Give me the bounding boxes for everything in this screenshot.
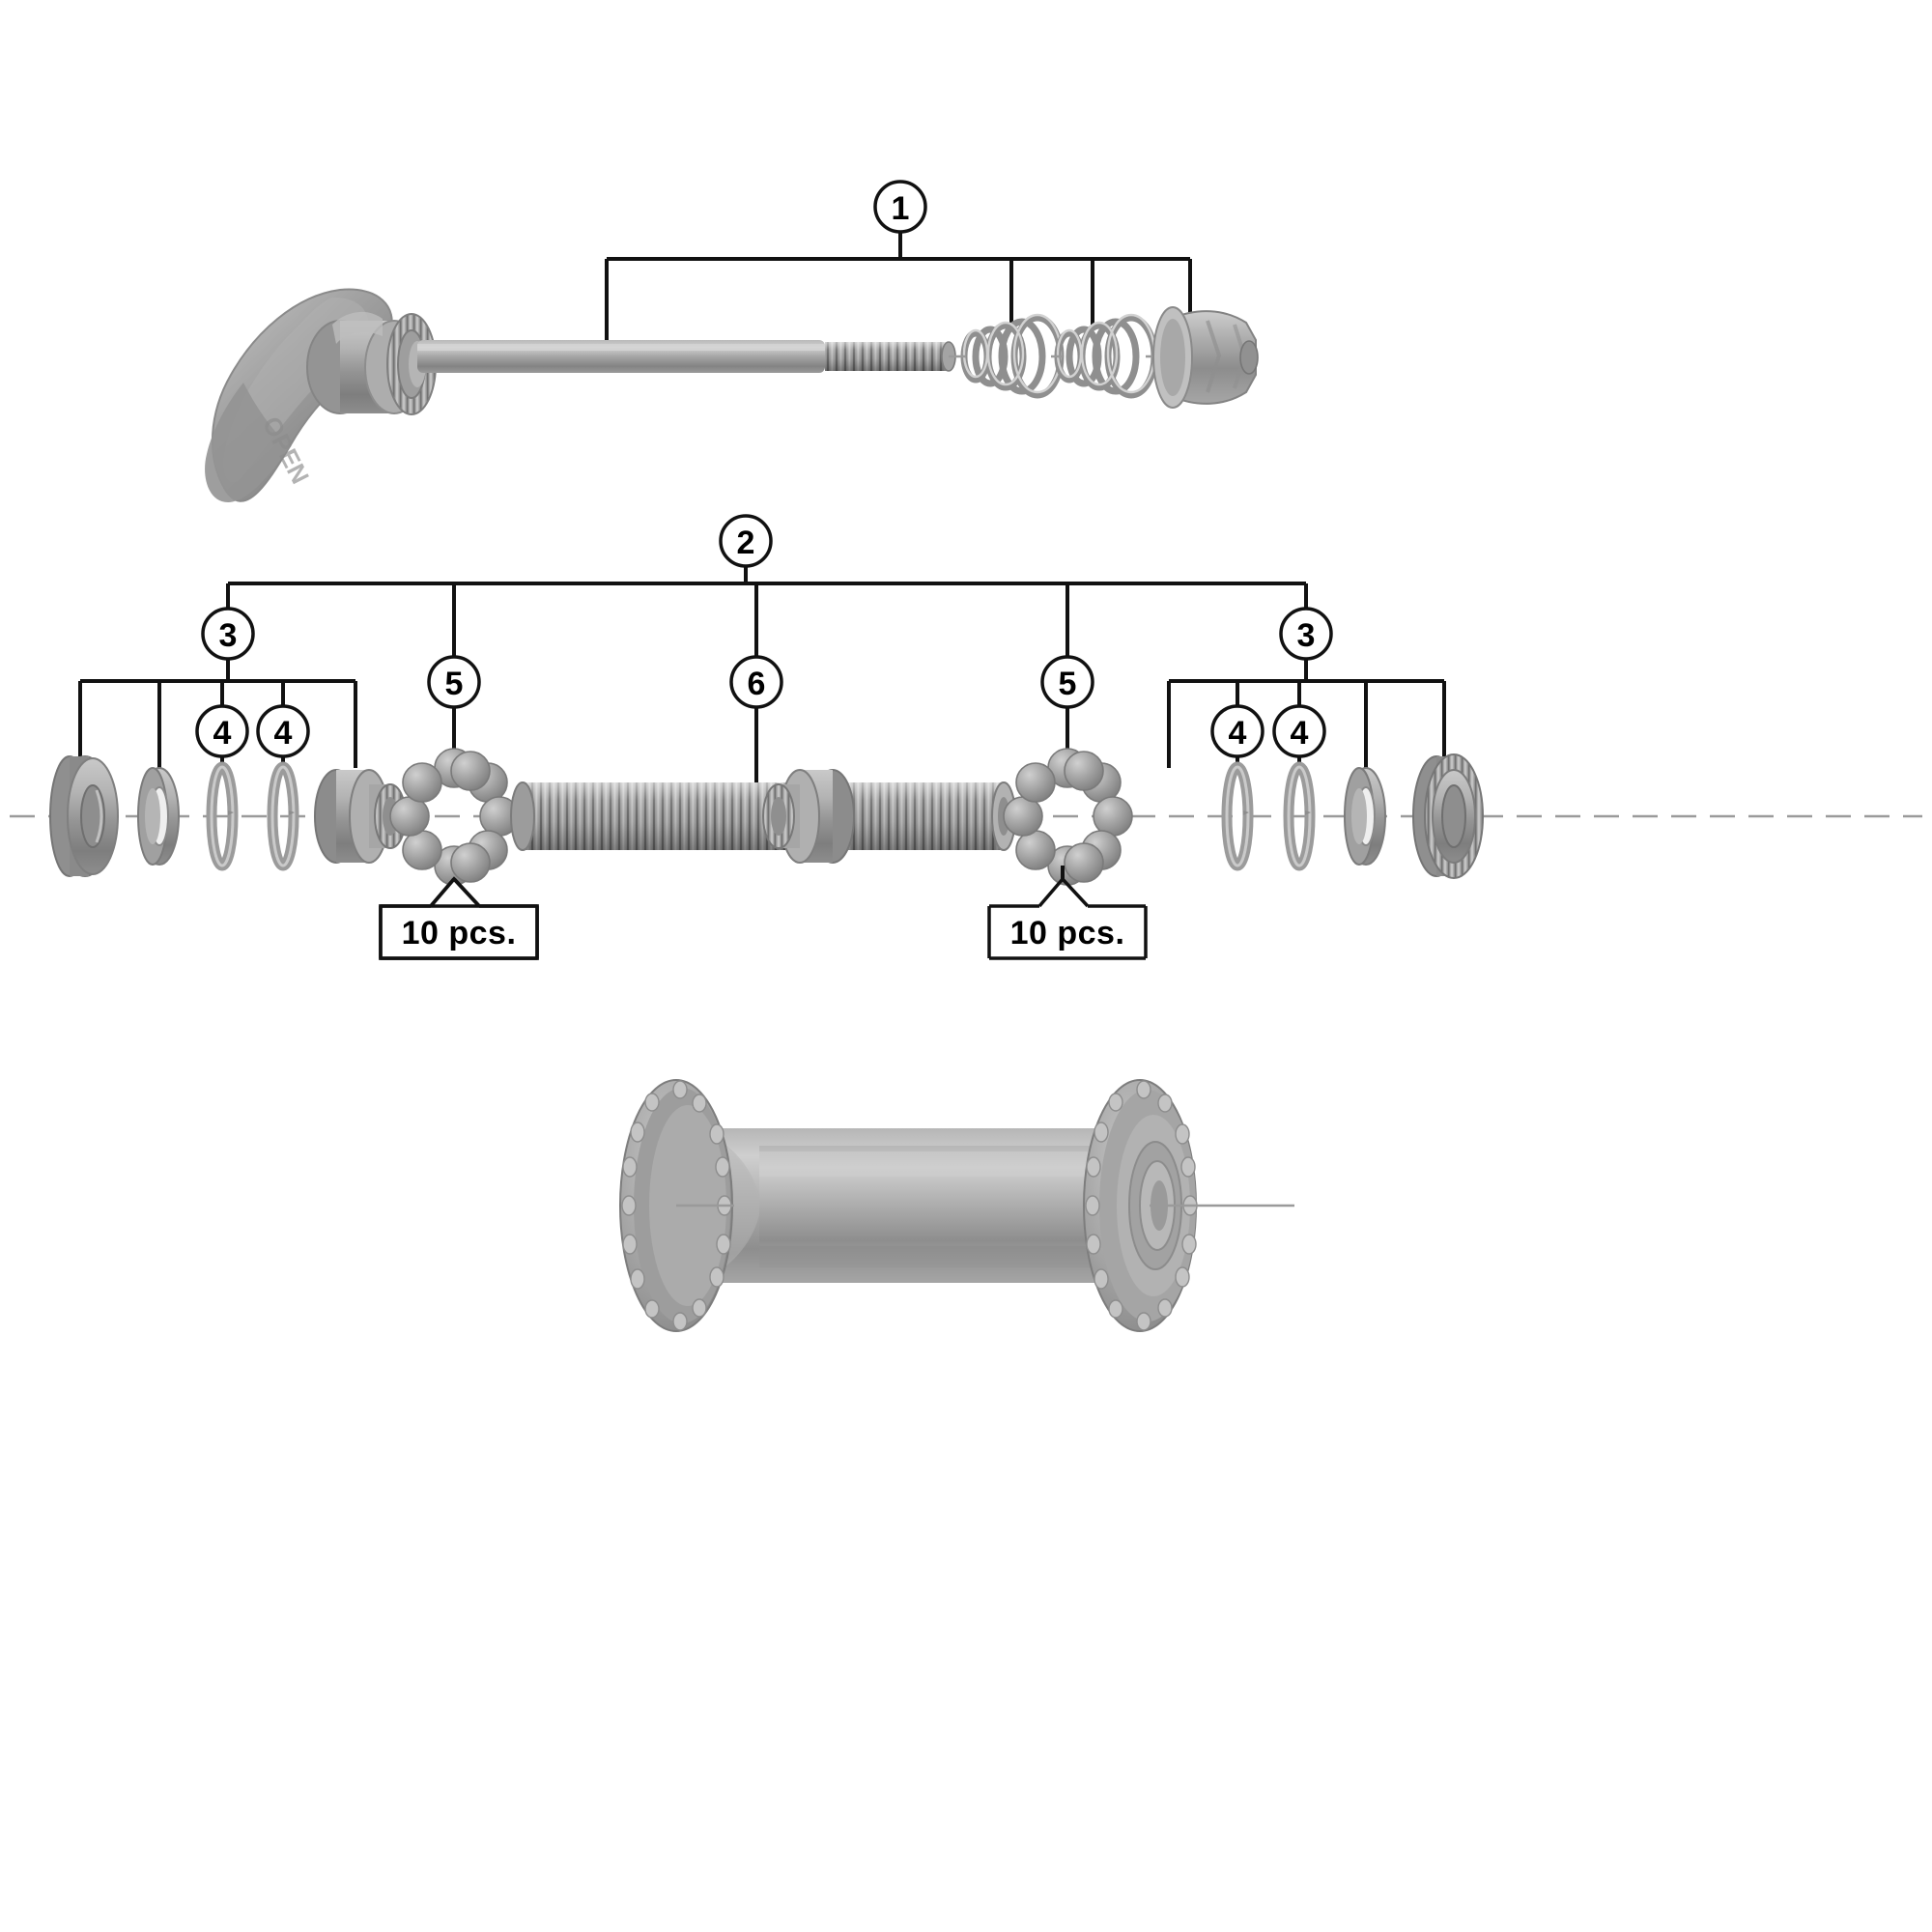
annotation-10-pcs-right: 10 pcs.: [987, 866, 1148, 960]
axle-assembly-group: 2 3 3 4 4 4: [10, 514, 1922, 960]
leader-lines-group-5-6: [452, 707, 1069, 794]
spacer-washer-right: [1344, 767, 1386, 866]
annotation-10-pcs-right-label: 10 pcs.: [1010, 915, 1125, 952]
lock-washer-right-inner: [1221, 761, 1254, 871]
callout-5-left[interactable]: 5: [427, 655, 481, 709]
lock-washer-right-outer: [1283, 761, 1316, 871]
quick-release-group: OPEN: [205, 180, 1259, 502]
callout-4-right-outer-label: 4: [1291, 715, 1309, 752]
callout-4-right-inner-label: 4: [1229, 715, 1247, 752]
callout-1-label: 1: [892, 190, 910, 227]
lock-washer-left-inner: [206, 761, 239, 871]
annotation-10-pcs-left: 10 pcs.: [379, 876, 539, 960]
ball-bearing-set-left: [389, 748, 520, 886]
skewer-rod: [417, 340, 956, 373]
callout-1[interactable]: 1: [873, 180, 927, 234]
ball-bearing-set-right: [1003, 748, 1133, 886]
callout-4-right-outer[interactable]: 4: [1272, 704, 1326, 758]
leader-lines-group-2: [226, 566, 1308, 657]
callout-3-right-label: 3: [1297, 617, 1316, 654]
callout-6-label: 6: [748, 666, 766, 702]
callout-2[interactable]: 2: [719, 514, 773, 568]
leader-lines-group-1: [605, 232, 1192, 340]
cone-right: [762, 769, 855, 864]
locknut-serrated-left: [49, 755, 119, 877]
callout-4-left-inner-label: 4: [213, 715, 232, 752]
callout-2-label: 2: [737, 525, 755, 561]
callout-3-left-label: 3: [219, 617, 238, 654]
conical-spring-left: [960, 313, 1065, 399]
callout-5-right-label: 5: [1059, 666, 1077, 702]
callout-4-left-outer[interactable]: 4: [256, 704, 310, 758]
callout-3-right[interactable]: 3: [1279, 607, 1333, 661]
annotation-10-pcs-left-label: 10 pcs.: [402, 915, 517, 952]
callout-4-left-outer-label: 4: [274, 715, 293, 752]
callout-4-right-inner[interactable]: 4: [1210, 704, 1264, 758]
adjusting-nut: [1152, 306, 1259, 409]
callout-5-left-label: 5: [445, 666, 464, 702]
callout-5-right[interactable]: 5: [1040, 655, 1094, 709]
callout-4-left-inner[interactable]: 4: [195, 704, 249, 758]
callout-3-left[interactable]: 3: [201, 607, 255, 661]
hub-shell: [619, 1079, 1294, 1332]
locknut-serrated-right: [1412, 753, 1484, 879]
conical-spring-right: [1054, 313, 1158, 399]
callout-6[interactable]: 6: [729, 655, 783, 709]
lock-washer-left-outer: [267, 761, 299, 871]
spacer-washer-left: [137, 767, 180, 866]
